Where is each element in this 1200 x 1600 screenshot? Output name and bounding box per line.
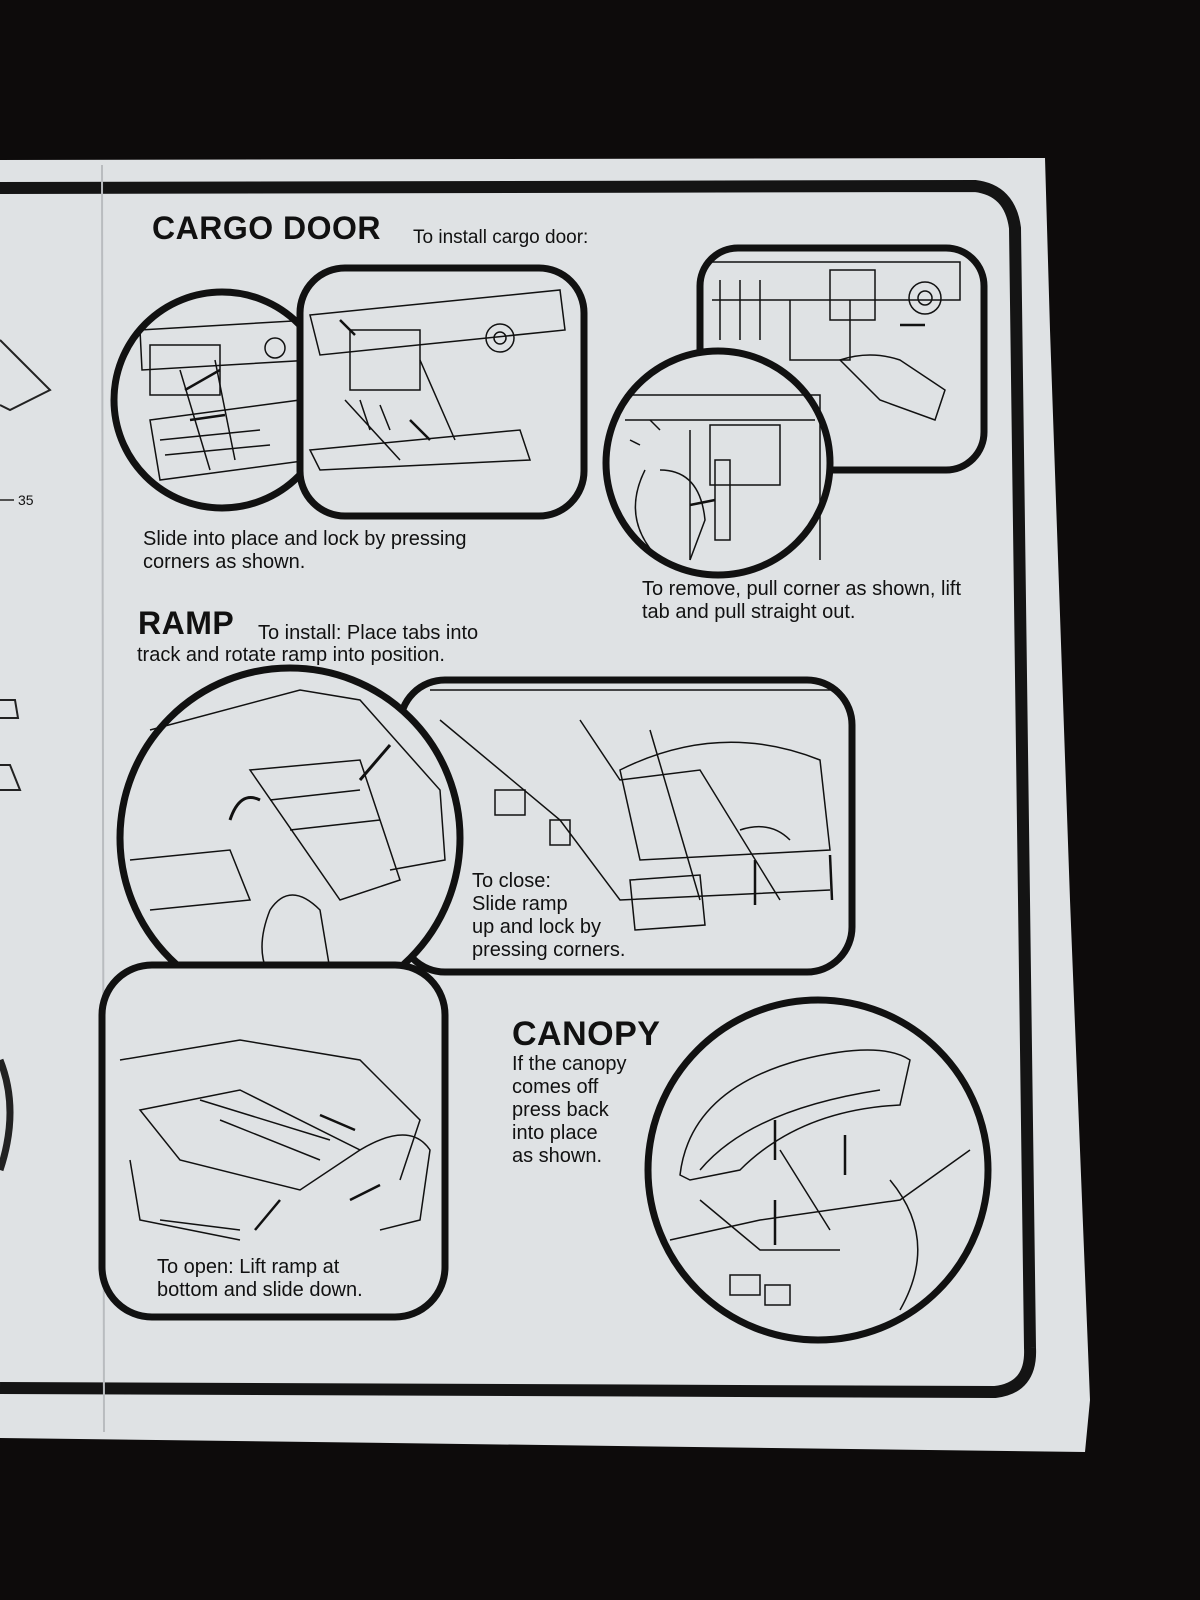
ramp-intro-line1: To install: Place tabs into: [258, 622, 479, 644]
cargo-door-install-circle: [110, 288, 334, 512]
cargo-door-heading: CARGO DOOR: [152, 210, 381, 246]
cargo-door-intro: To install cargo door:: [413, 227, 589, 248]
ramp-install-circle: [116, 664, 464, 1012]
cargo-door-remove-caption: To remove, pull corner as shown, lift ta…: [642, 578, 962, 623]
ramp-intro-line2: track and rotate ramp into position.: [137, 644, 445, 666]
ramp-heading: RAMP: [138, 605, 235, 641]
cargo-door-install-panel: [264, 264, 588, 520]
canopy-heading: CANOPY: [512, 1015, 661, 1053]
cargo-door-install-caption: Slide into place and lock by pressing co…: [143, 528, 467, 573]
ramp-close-panel: [396, 676, 856, 976]
ramp-open-panel: [98, 961, 449, 1321]
ramp-open-caption: To open: Lift ramp at bottom and slide d…: [157, 1256, 363, 1301]
ramp-close-caption: To close: Slide ramp up and lock by pres…: [472, 870, 626, 961]
page-number: 35: [18, 492, 34, 508]
canopy-circle: [644, 996, 992, 1344]
cargo-door-remove-circle: [602, 347, 834, 579]
canopy-caption: If the canopy comes off press back into …: [512, 1053, 627, 1167]
left-page-fragment: [0, 339, 52, 1172]
